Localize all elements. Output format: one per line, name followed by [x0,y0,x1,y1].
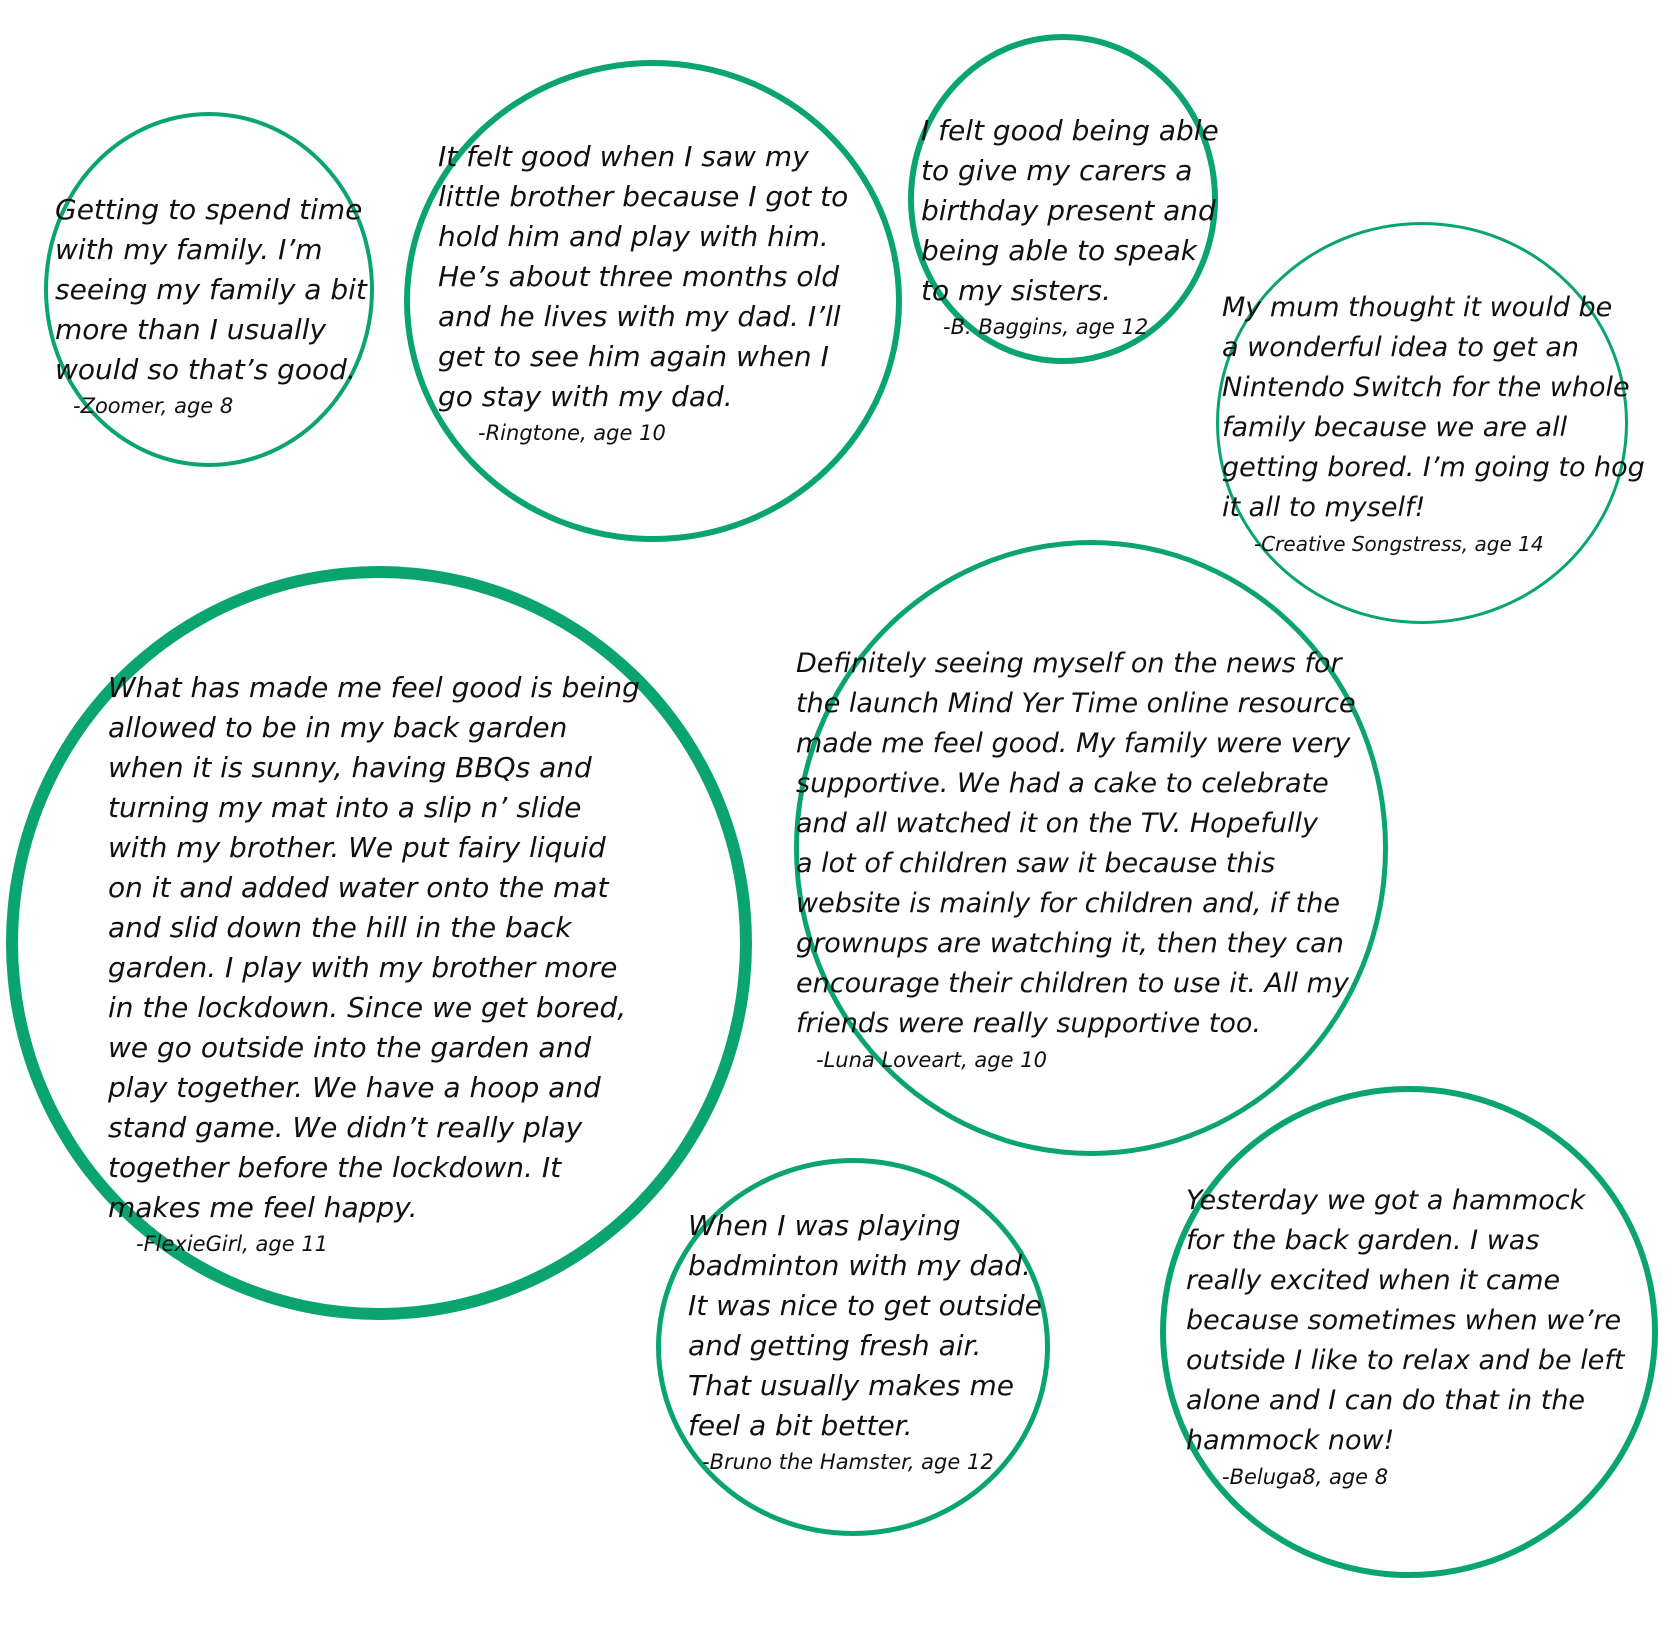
quote-luna: Definitely seeing myself on the news for… [796,644,1356,1072]
quote-author: -Bruno the Hamster, age 12 [702,1450,994,1474]
quote-author: -Ringtone, age 10 [478,421,666,445]
quote-ringtone: It felt good when I saw my little brothe… [438,137,848,445]
quote-text: It felt good when I saw my little brothe… [438,140,849,413]
quote-text: When I was playing badminton with my dad… [688,1209,1042,1442]
quote-text: Getting to spend time with my family. I’… [55,193,367,386]
quote-author: -B. Baggins, age 12 [943,315,1149,339]
quote-zoomer: Getting to spend time with my family. I’… [55,190,367,418]
quote-text: My mum thought it would be a wonderful i… [1222,292,1645,523]
quote-circle-beluga [1160,1086,1658,1578]
quote-author: -Luna Loveart, age 10 [816,1048,1047,1072]
quote-circle-luna [794,540,1388,1156]
quote-circle-songstress [1216,222,1628,624]
quote-text: What has made me feel good is being allo… [108,671,640,1224]
quote-text: I felt good being able to give my carers… [921,114,1219,307]
quote-circle-ringtone [404,60,902,542]
quote-flexiegirl: What has made me feel good is being allo… [108,668,640,1256]
quote-author: -Creative Songstress, age 14 [1254,532,1544,556]
quote-beluga: Yesterday we got a hammock for the back … [1186,1181,1624,1489]
quote-text: Definitely seeing myself on the news for… [796,648,1356,1039]
quote-author: -Zoomer, age 8 [73,394,234,418]
quote-circle-baggins [908,34,1218,364]
quote-circle-bruno [656,1158,1050,1536]
quote-author: -Beluga8, age 8 [1222,1465,1389,1489]
quote-bruno: When I was playing badminton with my dad… [688,1206,1042,1474]
quote-text: Yesterday we got a hammock for the back … [1186,1185,1625,1456]
quote-circle-zoomer [44,112,374,467]
quote-songstress: My mum thought it would be a wonderful i… [1222,288,1645,556]
quote-author: -FlexieGirl, age 11 [136,1232,329,1256]
quote-baggins: I felt good being able to give my carers… [921,111,1219,339]
